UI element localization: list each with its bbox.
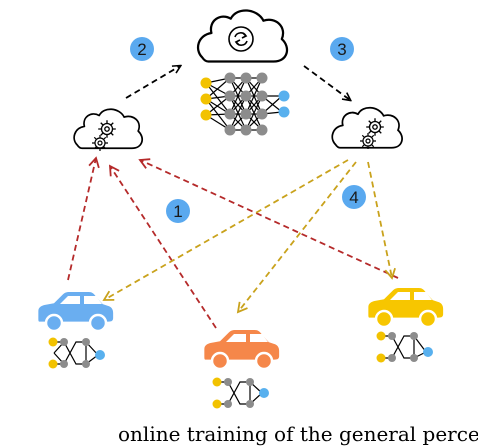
upload-arrow-yellow-car bbox=[138, 158, 399, 279]
edge-cloud-right bbox=[331, 106, 404, 150]
figure-caption: online training of the general perceptio… bbox=[118, 422, 478, 446]
step-badge-1: 1 bbox=[166, 199, 190, 223]
sync-icon bbox=[228, 26, 254, 52]
download-arrow-blue-car bbox=[102, 159, 349, 301]
orange-car-icon bbox=[204, 330, 280, 371]
step-badge-4: 4 bbox=[342, 185, 366, 209]
step-badge-2: 2 bbox=[130, 37, 154, 61]
neural-network-icon bbox=[200, 72, 290, 136]
download-arrows bbox=[102, 159, 396, 314]
central-server-cloud bbox=[196, 9, 289, 63]
upload-arrow-orange-car bbox=[108, 164, 217, 329]
download-arrow-yellow-car bbox=[367, 161, 396, 280]
arrow-edge-to-server bbox=[125, 66, 180, 99]
step-badge-3: 3 bbox=[330, 37, 354, 61]
yellow-car-icon bbox=[368, 288, 444, 329]
svg-text:2: 2 bbox=[137, 40, 146, 59]
blue-car-icon bbox=[38, 292, 114, 333]
upload-arrows bbox=[67, 156, 399, 329]
local-network-yellow-car bbox=[376, 331, 433, 363]
arrow-server-to-edge bbox=[303, 65, 350, 100]
svg-text:3: 3 bbox=[337, 40, 346, 59]
local-network-blue-car bbox=[48, 337, 105, 369]
edge-cloud-left bbox=[73, 108, 144, 152]
download-arrow-orange-car bbox=[236, 161, 357, 314]
svg-text:4: 4 bbox=[349, 188, 358, 207]
local-network-orange-car bbox=[212, 377, 269, 409]
aggregation-arrows bbox=[125, 65, 350, 100]
upload-arrow-blue-car bbox=[67, 156, 100, 281]
svg-text:1: 1 bbox=[173, 202, 182, 221]
